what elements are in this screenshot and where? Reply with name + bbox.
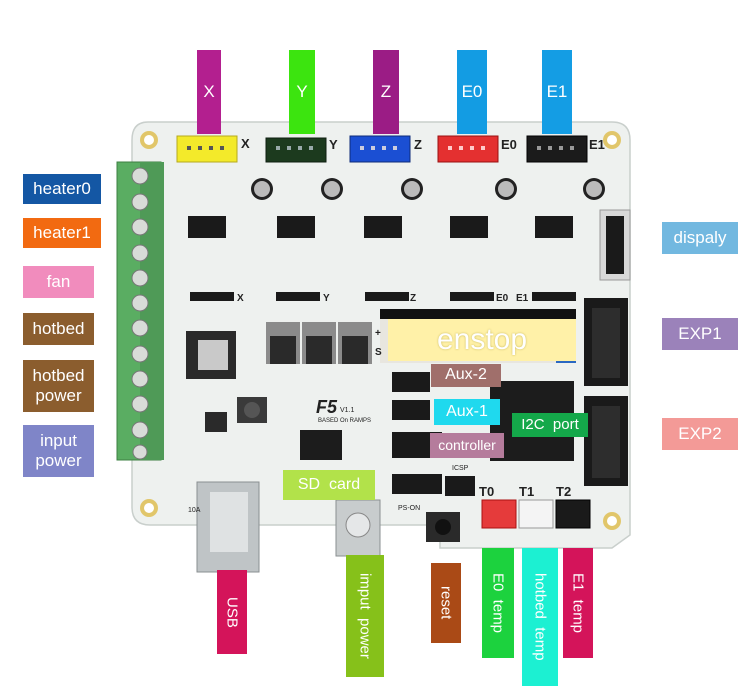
jumper-z-label: Z bbox=[410, 293, 416, 304]
x-motor-connector bbox=[176, 135, 238, 163]
reset-callout: reset bbox=[431, 563, 461, 643]
aux2-callout: Aux-2 bbox=[431, 364, 501, 387]
s-mark: S bbox=[375, 347, 382, 358]
screw-terminal-block bbox=[116, 161, 164, 461]
heater1-text: heater1 bbox=[33, 223, 91, 243]
usb-chip bbox=[300, 430, 342, 460]
t1-connector bbox=[518, 499, 554, 529]
mosfets bbox=[186, 322, 372, 379]
dispaly-callout: dispaly bbox=[662, 222, 738, 254]
i2c-callout: I2C port bbox=[512, 413, 588, 437]
stepper-driver-chips bbox=[188, 216, 573, 238]
aux-headers bbox=[392, 372, 475, 496]
heater0-text: heater0 bbox=[33, 179, 91, 199]
jumper-y-label: Y bbox=[323, 293, 330, 304]
e0-connector-label: E0 bbox=[501, 137, 517, 152]
ps-on-label: PS-ON bbox=[398, 505, 420, 512]
z-callout-text: Z bbox=[380, 82, 392, 102]
aux2-text: Aux-2 bbox=[445, 366, 487, 384]
controller-text: controller bbox=[438, 437, 496, 454]
e0-motor-connector bbox=[437, 135, 499, 163]
e1-connector-label: E1 bbox=[589, 137, 605, 152]
t0-connector bbox=[481, 499, 517, 529]
t1-text: hotbed temp bbox=[531, 573, 549, 661]
t0-board-label: T0 bbox=[479, 484, 494, 499]
input-power-text: input power bbox=[35, 431, 82, 470]
board-based-on: BASED On RAMPS bbox=[318, 418, 371, 424]
exp-connectors bbox=[584, 298, 628, 486]
board-logo: F5 bbox=[316, 397, 338, 417]
t2-connector bbox=[555, 499, 591, 529]
e0-callout-text: E0 bbox=[461, 82, 483, 102]
t2-text: E1 temp bbox=[569, 572, 587, 634]
exp2-callout: EXP2 bbox=[662, 418, 738, 450]
hotbed-callout: hotbed bbox=[23, 313, 94, 345]
exp1-callout: EXP1 bbox=[662, 318, 738, 350]
i2c-text: I2C port bbox=[521, 416, 579, 434]
usb-callout: USB bbox=[217, 570, 247, 654]
reset-text: reset bbox=[437, 586, 455, 620]
t0-text: E0 temp bbox=[489, 572, 507, 634]
e1-callout: E1 bbox=[542, 50, 572, 134]
sd-card-text: SD card bbox=[297, 475, 361, 493]
x-callout: X bbox=[197, 50, 221, 134]
e1-callout-text: E1 bbox=[546, 82, 568, 102]
display-connector bbox=[599, 209, 631, 281]
z-connector-label: Z bbox=[414, 137, 422, 152]
sd-card-callout: SD card bbox=[283, 470, 375, 500]
y-callout-text: Y bbox=[296, 82, 308, 102]
input-power-bottom-text: imput power bbox=[356, 573, 374, 659]
y-motor-connector bbox=[265, 137, 327, 163]
small-chip bbox=[205, 412, 227, 432]
heater0-callout: heater0 bbox=[23, 174, 101, 204]
enstop-text: enstop bbox=[436, 322, 528, 356]
heater1-callout: heater1 bbox=[23, 218, 101, 248]
exp2-text: EXP2 bbox=[678, 424, 722, 444]
plus-mark: + bbox=[375, 328, 381, 339]
t1-callout: hotbed temp bbox=[522, 548, 558, 686]
jumper-e0-label: E0 bbox=[496, 293, 509, 304]
z-callout: Z bbox=[373, 50, 399, 134]
board-version: V1.1 bbox=[340, 407, 355, 414]
dispaly-text: dispaly bbox=[673, 228, 727, 248]
icsp-label: ICSP bbox=[452, 465, 469, 472]
exp1-text: EXP1 bbox=[678, 324, 722, 344]
e0-callout: E0 bbox=[457, 50, 487, 134]
e1-motor-connector bbox=[526, 135, 588, 163]
t1-board-label: T1 bbox=[519, 484, 534, 499]
aux1-callout: Aux-1 bbox=[434, 399, 500, 425]
mounting-holes bbox=[140, 131, 621, 530]
reset-button bbox=[426, 512, 460, 542]
fuse-label: 10A bbox=[188, 507, 201, 514]
input-power-callout: input power bbox=[23, 425, 94, 477]
y-callout: Y bbox=[289, 50, 315, 134]
enstop-callout: enstop bbox=[388, 319, 576, 361]
capacitors bbox=[251, 178, 605, 200]
x-callout-text: X bbox=[203, 82, 215, 102]
jumper-e1-label: E1 bbox=[516, 293, 529, 304]
t2-board-label: T2 bbox=[556, 484, 571, 499]
aux1-text: Aux-1 bbox=[446, 402, 488, 420]
t0-callout: E0 temp bbox=[482, 548, 514, 658]
power-jack bbox=[335, 499, 381, 557]
controller-callout: controller bbox=[430, 433, 504, 458]
usb-text: USB bbox=[223, 596, 241, 628]
driver-jumper-headers bbox=[190, 292, 576, 301]
usb-port bbox=[196, 481, 260, 573]
input-power-bottom-callout: imput power bbox=[346, 555, 384, 677]
fan-text: fan bbox=[46, 272, 71, 292]
x-connector-label: X bbox=[241, 136, 250, 151]
hotbed-power-callout: hotbed power bbox=[23, 360, 94, 412]
t2-callout: E1 temp bbox=[563, 548, 593, 658]
jumper-x-label: X bbox=[237, 293, 244, 304]
y-connector-label: Y bbox=[329, 137, 338, 152]
hotbed-text: hotbed bbox=[32, 319, 85, 339]
hotbed-power-text: hotbed power bbox=[32, 366, 85, 405]
fan-callout: fan bbox=[23, 266, 94, 298]
z-motor-connector bbox=[349, 135, 411, 163]
